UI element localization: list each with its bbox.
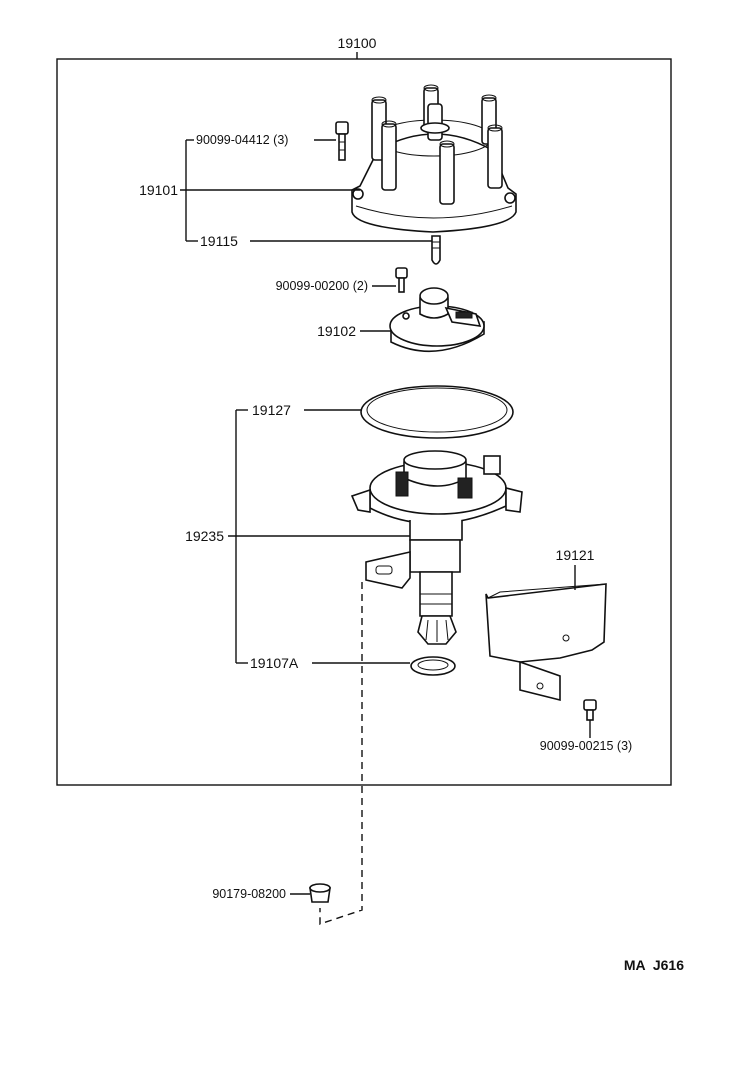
- assembly-part-number: 19100: [338, 35, 377, 51]
- gasket: [360, 385, 514, 439]
- label-gasket: 19127: [252, 402, 291, 418]
- housing: [350, 450, 523, 645]
- leader-lines: [180, 139, 591, 895]
- assembly-frame: [56, 58, 672, 786]
- label-housing: 19235: [185, 528, 224, 544]
- label-bolt-cap: 90099-04412 (3): [196, 133, 288, 147]
- label-carbon: 19115: [200, 233, 238, 249]
- rotor-screw: [395, 267, 408, 293]
- cover-screw: [583, 699, 597, 721]
- label-screw-rotor: 90099-00200 (2): [276, 279, 368, 293]
- distributor-cap: [351, 84, 517, 233]
- cap-bolt: [335, 121, 349, 161]
- cover: [485, 583, 607, 702]
- label-oring: 19107A: [250, 655, 299, 671]
- carbon-brush: [431, 235, 441, 265]
- rotor: [389, 287, 485, 353]
- label-rotor: 19102: [317, 323, 356, 339]
- label-screw-cover: 90099-00215 (3): [540, 739, 632, 753]
- o-ring: [410, 656, 456, 676]
- label-cover: 19121: [556, 547, 595, 563]
- nut: [309, 883, 331, 903]
- label-nut: 90179-08200: [212, 887, 286, 901]
- diagram-code: MA J616: [624, 957, 684, 973]
- label-cap: 19101: [139, 182, 178, 198]
- install-dashed-line: [319, 582, 363, 925]
